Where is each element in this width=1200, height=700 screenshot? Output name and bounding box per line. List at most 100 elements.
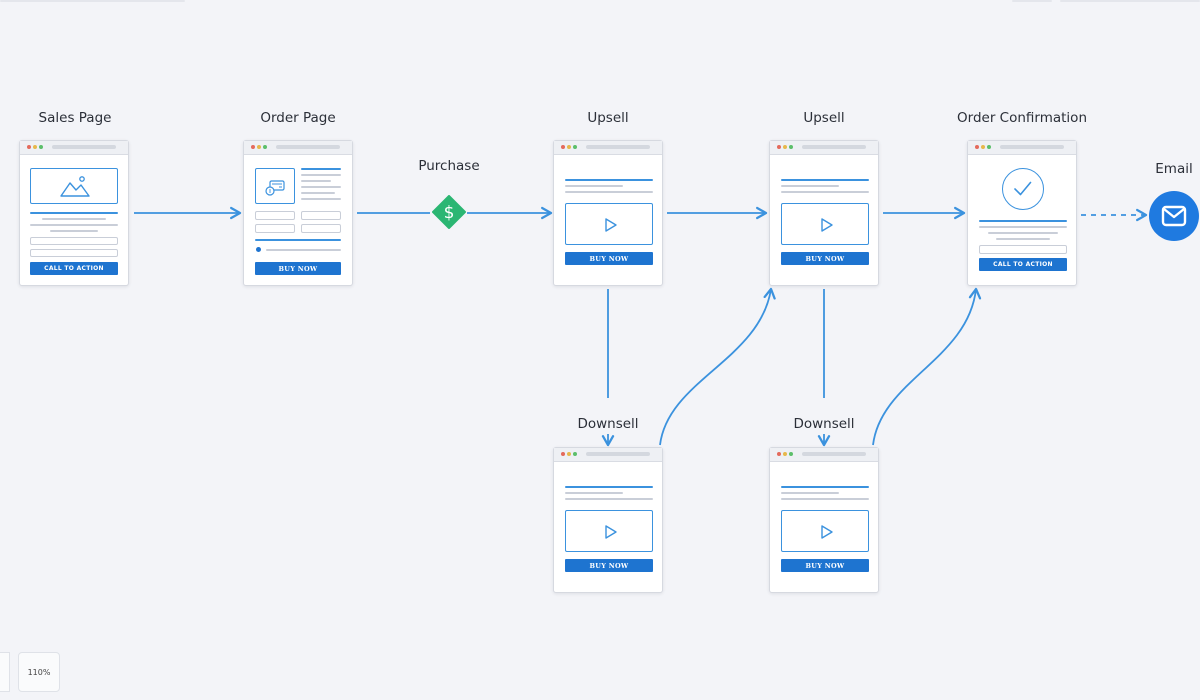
maximize-dot-icon: [573, 145, 577, 149]
radio-icon: [256, 247, 261, 252]
svg-text:$: $: [444, 203, 455, 223]
sales-page-node[interactable]: CALL TO ACTION: [19, 140, 129, 286]
url-bar: [586, 452, 650, 456]
browser-bar: [770, 448, 878, 462]
maximize-dot-icon: [789, 145, 793, 149]
input-field: [301, 224, 341, 233]
upsell-1-node[interactable]: BUY NOW: [553, 140, 663, 286]
buy-button: BUY NOW: [255, 262, 341, 275]
toolbar-edge: [1060, 0, 1200, 2]
product-image-placeholder: [255, 168, 295, 204]
email-node[interactable]: [1149, 191, 1199, 241]
text-line: [266, 249, 341, 251]
close-dot-icon: [561, 452, 565, 456]
label-order-page: Order Page: [260, 110, 336, 126]
toolbar-edge: [0, 0, 185, 2]
text-line: [301, 180, 331, 182]
mail-icon: [1161, 205, 1187, 227]
cta-button: CALL TO ACTION: [30, 262, 118, 275]
close-dot-icon: [777, 145, 781, 149]
text-line: [781, 185, 839, 187]
edge-downsell-1-to-upsell-2[interactable]: [659, 287, 776, 446]
text-line: [50, 230, 98, 232]
buy-button: BUY NOW: [781, 252, 869, 265]
input-field: [979, 245, 1067, 254]
close-dot-icon: [777, 452, 781, 456]
payment-icon: [265, 180, 285, 196]
close-dot-icon: [27, 145, 31, 149]
maximize-dot-icon: [39, 145, 43, 149]
zoom-out-button[interactable]: [0, 652, 10, 692]
text-line: [565, 179, 653, 181]
label-sales-page: Sales Page: [38, 110, 112, 126]
browser-bar: [20, 141, 128, 155]
input-field: [30, 237, 118, 245]
maximize-dot-icon: [789, 452, 793, 456]
text-line: [255, 239, 341, 241]
url-bar: [802, 145, 866, 149]
text-line: [781, 498, 869, 500]
buy-button: BUY NOW: [565, 559, 653, 572]
maximize-dot-icon: [263, 145, 267, 149]
maximize-dot-icon: [573, 452, 577, 456]
browser-bar: [244, 141, 352, 155]
text-line: [988, 232, 1058, 234]
text-line: [30, 224, 118, 226]
label-upsell-1: Upsell: [587, 110, 629, 126]
image-icon: [60, 176, 90, 197]
downsell-2-node[interactable]: BUY NOW: [769, 447, 879, 593]
input-field: [255, 211, 295, 220]
minimize-dot-icon: [567, 145, 571, 149]
video-placeholder: [565, 203, 653, 245]
label-downsell-2: Downsell: [793, 416, 855, 432]
toolbar-edge: [1012, 0, 1052, 2]
url-bar: [586, 145, 650, 149]
browser-bar: [554, 448, 662, 462]
buy-button: BUY NOW: [781, 559, 869, 572]
dollar-diamond-icon[interactable]: $: [432, 195, 466, 229]
input-field: [301, 211, 341, 220]
order-page-node[interactable]: BUY NOW: [243, 140, 353, 286]
maximize-dot-icon: [987, 145, 991, 149]
check-circle-icon: [1002, 168, 1044, 210]
text-line: [979, 220, 1067, 222]
text-line: [565, 185, 623, 187]
upsell-2-node[interactable]: BUY NOW: [769, 140, 879, 286]
play-icon: [605, 218, 617, 232]
video-placeholder: [781, 510, 869, 552]
zoom-level-button[interactable]: 110%: [18, 652, 60, 692]
input-field: [255, 224, 295, 233]
minimize-dot-icon: [783, 145, 787, 149]
url-bar: [52, 145, 116, 149]
label-downsell-1: Downsell: [577, 416, 639, 432]
text-line: [781, 492, 839, 494]
order-confirmation-node[interactable]: CALL TO ACTION: [967, 140, 1077, 286]
video-placeholder: [781, 203, 869, 245]
minimize-dot-icon: [257, 145, 261, 149]
minimize-dot-icon: [981, 145, 985, 149]
url-bar: [802, 452, 866, 456]
downsell-1-node[interactable]: BUY NOW: [553, 447, 663, 593]
text-line: [979, 226, 1067, 228]
browser-bar: [770, 141, 878, 155]
browser-bar: [968, 141, 1076, 155]
text-line: [565, 191, 653, 193]
text-line: [781, 486, 869, 488]
text-line: [565, 486, 653, 488]
browser-bar: [554, 141, 662, 155]
label-email: Email: [1155, 161, 1193, 177]
text-line: [42, 218, 106, 220]
edge-downsell-2-to-confirmation[interactable]: [872, 287, 982, 446]
text-line: [301, 192, 335, 194]
image-placeholder: [30, 168, 118, 204]
play-icon: [821, 218, 833, 232]
text-line: [30, 212, 118, 214]
text-line: [301, 174, 341, 176]
text-line: [301, 186, 341, 188]
label-upsell-2: Upsell: [803, 110, 845, 126]
minimize-dot-icon: [567, 452, 571, 456]
minimize-dot-icon: [783, 452, 787, 456]
play-icon: [821, 525, 833, 539]
cta-button: CALL TO ACTION: [979, 258, 1067, 271]
